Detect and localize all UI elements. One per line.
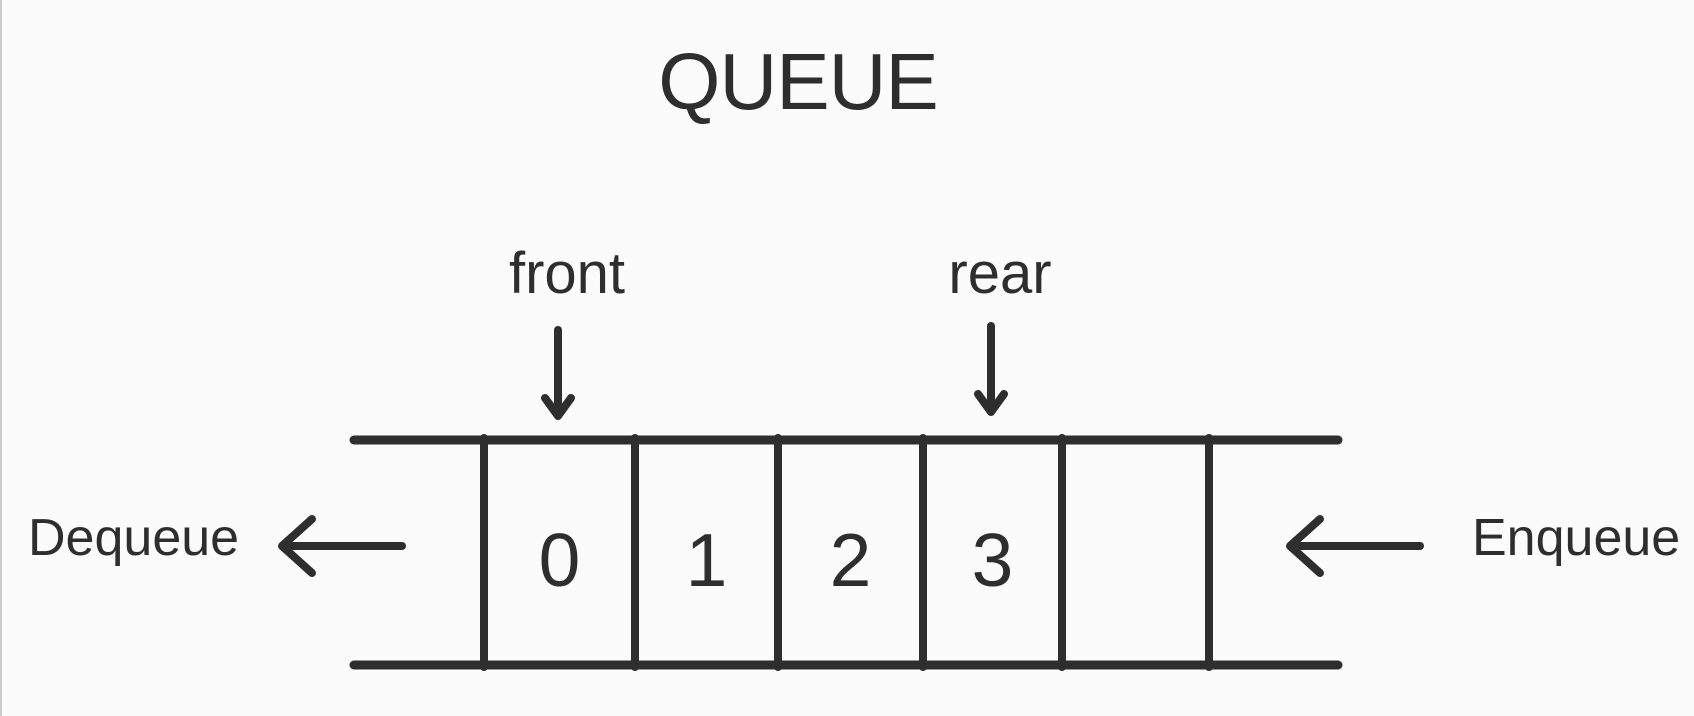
dequeue-arrow-icon bbox=[278, 515, 406, 577]
queue-cell: 0 bbox=[538, 517, 581, 602]
dequeue-label: Dequeue bbox=[28, 509, 240, 567]
queue-cell bbox=[1062, 440, 1209, 665]
rear-pointer-label: rear bbox=[948, 241, 1052, 306]
diagram-title: QUEUE bbox=[658, 37, 938, 126]
queue-cell: 3 bbox=[971, 517, 1014, 602]
queue-cell: 2 bbox=[829, 517, 872, 602]
queue-cell: 1 bbox=[685, 517, 728, 602]
enqueue-arrow-icon bbox=[1286, 515, 1424, 577]
rear-arrow-icon bbox=[974, 322, 1008, 416]
front-arrow-icon bbox=[541, 326, 575, 420]
front-pointer-label: front bbox=[508, 241, 626, 306]
screen-left-edge bbox=[0, 0, 2, 716]
enqueue-label: Enqueue bbox=[1472, 509, 1681, 567]
